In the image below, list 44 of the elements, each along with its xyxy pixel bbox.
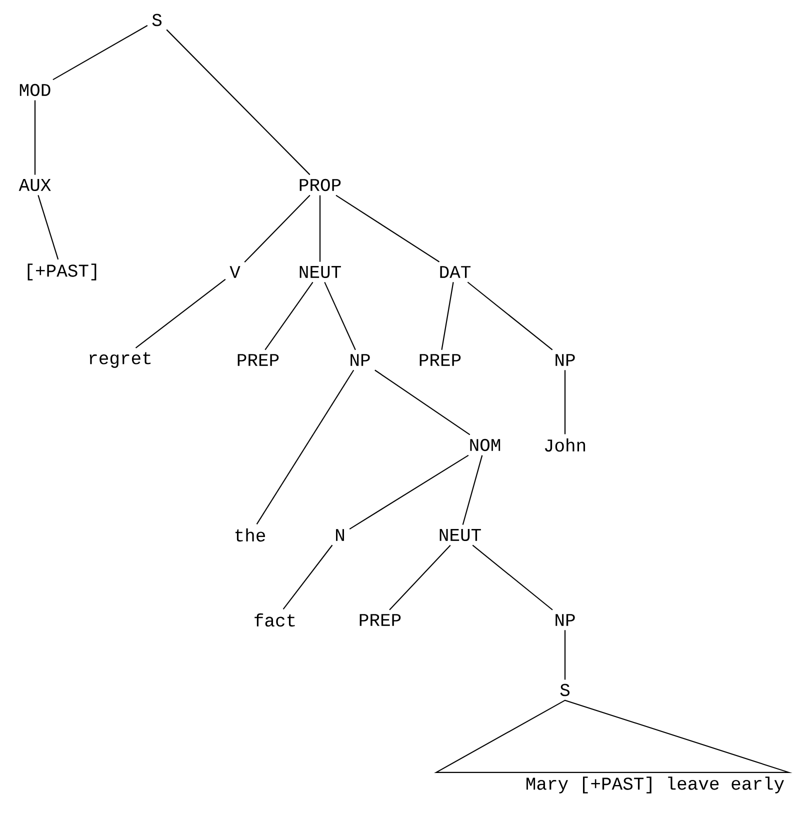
tree-label: NP <box>556 354 575 366</box>
tree-label: John <box>544 438 586 452</box>
tree-label: PREP <box>238 354 279 366</box>
branch-line <box>135 278 226 348</box>
tree-label: V <box>230 266 240 278</box>
branch-line <box>282 544 333 610</box>
branch-line <box>374 370 470 436</box>
tree-label: NEUT <box>300 266 341 278</box>
branch-line <box>256 370 354 524</box>
tree-label: PROP <box>300 178 341 192</box>
branch-line <box>319 195 321 262</box>
tree-label: NP <box>556 614 575 626</box>
branch-line <box>467 282 553 350</box>
branch-line <box>38 195 59 260</box>
branch-line <box>462 455 483 525</box>
tree-label: PREP <box>360 614 401 626</box>
tree-label: DAT <box>440 266 471 278</box>
branch-line <box>564 370 566 434</box>
branch-line <box>472 544 553 610</box>
branch-line <box>166 29 310 176</box>
branch-line <box>264 282 314 350</box>
tree-label: Mary [+PAST] leave early <box>526 776 784 794</box>
tree-label: NEUT <box>440 528 481 541</box>
branch-line <box>349 454 469 530</box>
tree-label: [+PAST] <box>28 264 96 280</box>
tree-label: PREP <box>420 354 461 366</box>
branch-line <box>52 25 148 80</box>
branch-line <box>389 544 451 610</box>
branch-line <box>34 100 36 175</box>
tree-label: S <box>560 684 570 696</box>
tree-label: AUX <box>18 178 51 191</box>
tree-label: S <box>152 14 162 26</box>
branch-line <box>324 282 356 350</box>
tree-label: fact <box>254 613 295 627</box>
branch-line <box>564 630 566 680</box>
tree-label: regret <box>90 352 151 368</box>
branch-line <box>244 194 310 263</box>
tree-label: N <box>336 529 344 541</box>
tree-label: MOD <box>20 84 50 96</box>
tree-label: NP <box>350 354 370 366</box>
tree-label: NOM <box>470 438 500 452</box>
branch-line <box>441 282 454 350</box>
tree-label: the <box>235 528 266 542</box>
branch-line <box>336 194 440 262</box>
